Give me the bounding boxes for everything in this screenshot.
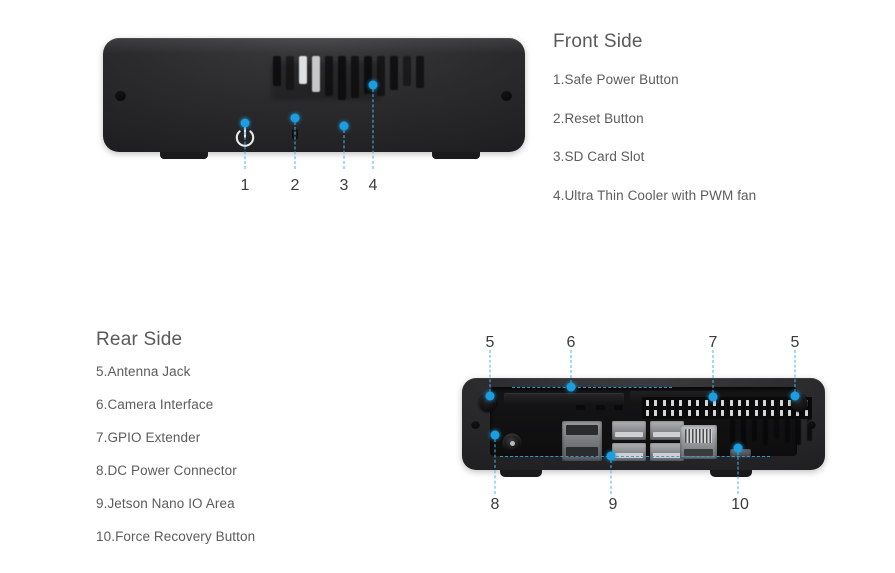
callout-number-8: 8 [490, 496, 500, 513]
callout-number-9: 9 [608, 496, 618, 513]
front-list-item-2: 2.Reset Button [553, 111, 644, 126]
rear-list-item-10: 10.Force Recovery Button [96, 529, 256, 544]
rear-foot-right [710, 470, 752, 477]
leader-line-9 [610, 460, 612, 494]
screw-hole-left [115, 90, 126, 101]
rear-io-recess [490, 387, 812, 461]
rear-list-item-9: 9.Jetson Nano IO Area [96, 496, 235, 511]
callout-number-1: 1 [240, 177, 250, 194]
leader-line-4 [372, 89, 374, 169]
rear-list-item-6: 6.Camera Interface [96, 397, 214, 412]
front-foot-left [160, 152, 208, 159]
callout-number-3: 3 [339, 177, 349, 194]
leader-line-1 [244, 127, 246, 169]
callout-number-7: 7 [708, 334, 718, 351]
front-foot-right [432, 152, 480, 159]
display-port-icon [562, 421, 602, 461]
usb-port-icon [612, 442, 646, 461]
leader-line-5-right [794, 350, 796, 392]
callout-dot-10[interactable] [733, 443, 743, 453]
front-top-highlight [103, 38, 525, 54]
camera-notch-1 [576, 405, 585, 410]
callout-number-5-left: 5 [485, 334, 495, 351]
leader-line-8 [494, 439, 496, 494]
usb-port-stack-1 [612, 421, 646, 461]
rear-panel-device [462, 378, 825, 470]
callout-number-5-right: 5 [790, 334, 800, 351]
io-area-bracket [500, 456, 770, 457]
callout-dot-6[interactable] [566, 382, 576, 392]
usb-port-icon [612, 421, 646, 440]
callout-number-10: 10 [731, 496, 749, 513]
front-list-item-1: 1.Safe Power Button [553, 72, 679, 87]
rear-vent-group [730, 419, 822, 449]
callout-dot-9[interactable] [606, 451, 616, 461]
micro-usb-icon [730, 449, 751, 458]
callout-dot-5-left[interactable] [485, 391, 495, 401]
callout-number-2: 2 [290, 177, 300, 194]
rear-foot-left [500, 470, 542, 477]
ethernet-port-icon [680, 425, 717, 459]
screw-hole-right [501, 90, 512, 101]
gpio-row-top [646, 400, 808, 406]
camera-notch-3 [614, 405, 623, 410]
callout-number-4: 4 [368, 177, 378, 194]
dc-barrel-jack-icon [502, 433, 522, 453]
rear-list-item-8: 8.DC Power Connector [96, 463, 237, 478]
gpio-row-bottom [646, 410, 808, 416]
rear-screw-left [471, 420, 480, 429]
camera-interface-bracket [512, 387, 672, 388]
camera-interface-strip [504, 393, 624, 405]
rear-screw-right [807, 420, 816, 429]
cooler-vent-group [273, 56, 453, 104]
usb-port-stack-2 [650, 421, 684, 461]
leader-line-10 [737, 452, 739, 494]
leader-line-7 [712, 350, 714, 393]
rear-list-item-5: 5.Antenna Jack [96, 364, 191, 379]
leader-line-3 [343, 130, 345, 169]
callout-dot-7[interactable] [708, 392, 718, 402]
leader-line-5-left [489, 350, 491, 392]
rear-side-heading: Rear Side [96, 329, 183, 350]
gpio-header-icon [642, 397, 812, 419]
callout-dot-8[interactable] [490, 430, 500, 440]
leader-line-2 [294, 122, 296, 169]
front-list-item-4: 4.Ultra Thin Cooler with PWM fan [553, 188, 757, 203]
rear-list-item-7: 7.GPIO Extender [96, 430, 201, 445]
callout-dot-3[interactable] [339, 121, 349, 131]
callout-dot-2[interactable] [290, 113, 300, 123]
leader-line-6 [570, 350, 572, 383]
callout-number-6: 6 [566, 334, 576, 351]
callout-dot-5-right[interactable] [790, 391, 800, 401]
usb-port-icon [650, 421, 684, 440]
callout-dot-4[interactable] [368, 80, 378, 90]
usb-port-icon [650, 442, 684, 461]
front-list-item-3: 3.SD Card Slot [553, 149, 645, 164]
front-panel-device [103, 38, 525, 152]
callout-dot-1[interactable] [240, 118, 250, 128]
front-side-heading: Front Side [553, 31, 643, 52]
camera-notch-2 [596, 405, 605, 410]
